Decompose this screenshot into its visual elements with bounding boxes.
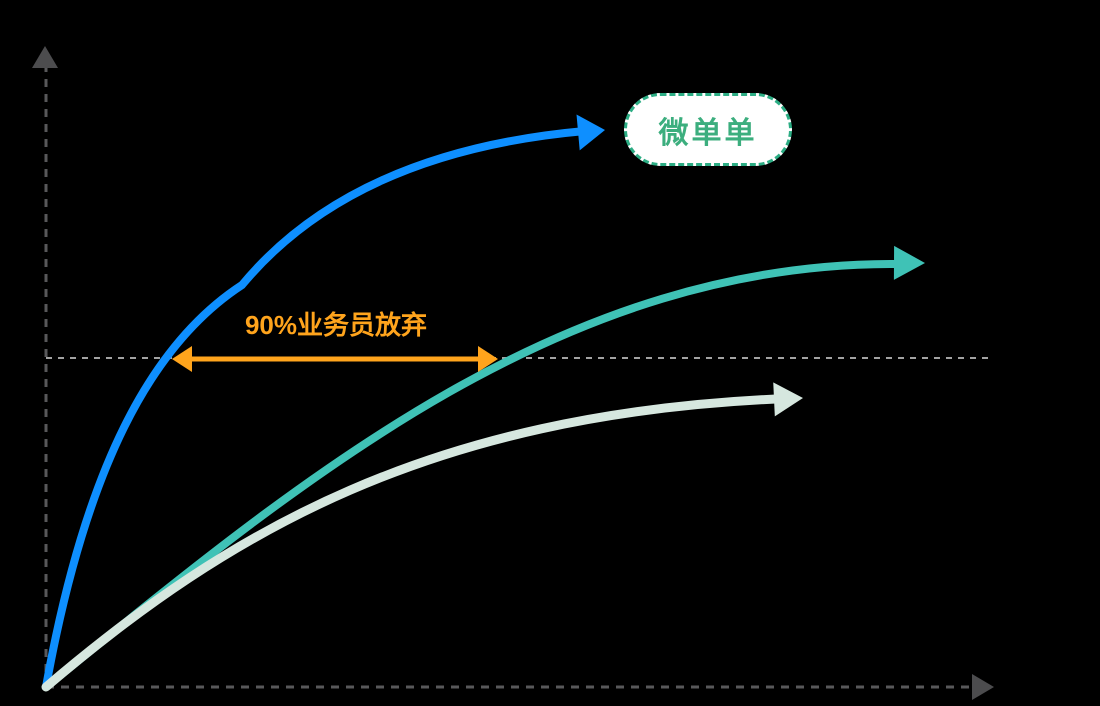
- weidandan-label-pill: 微单单: [624, 93, 792, 166]
- curve-weidandan: [42, 127, 589, 691]
- annotation-arrow-right-head: [478, 346, 498, 372]
- y-axis-arrow-icon: [32, 46, 58, 68]
- arrowhead-low-light: [773, 382, 803, 417]
- weidandan-label: 微单单: [658, 116, 758, 150]
- arrowhead-mid-teal: [893, 245, 925, 280]
- arrowhead-weidandan: [576, 114, 605, 151]
- x-axis-arrow-icon: [972, 674, 994, 700]
- giveup-annotation-text: 90%业务员放弃: [244, 310, 428, 340]
- annotation-arrow-left-head: [172, 346, 192, 372]
- curve-low-light: [41, 394, 781, 692]
